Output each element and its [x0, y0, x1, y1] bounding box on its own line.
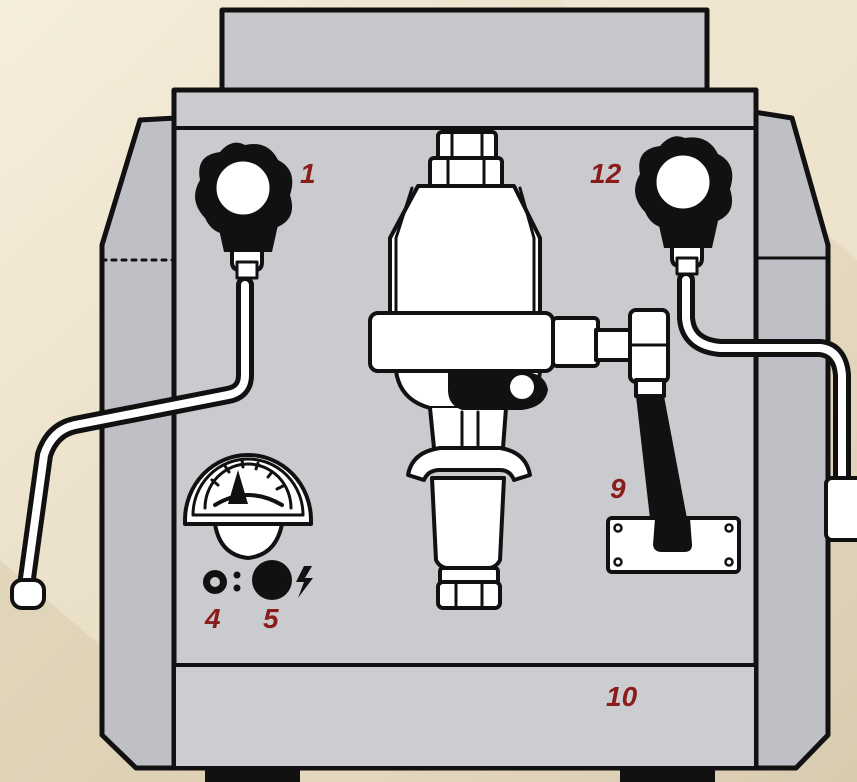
- left-body-panel: [102, 118, 176, 768]
- callout-12: 12: [590, 160, 621, 188]
- callout-10: 10: [606, 683, 637, 711]
- callout-9: 9: [610, 475, 626, 503]
- callout-4: 4: [205, 605, 221, 633]
- heating-light-icon: [252, 560, 292, 600]
- brew-lever-icon: [448, 372, 548, 410]
- lever-mount-plate: [608, 518, 739, 572]
- right-body-panel: [754, 112, 828, 768]
- drip-tray: [176, 667, 754, 766]
- callout-1: 1: [300, 160, 316, 188]
- callout-5: 5: [263, 605, 279, 633]
- cup-tray: [222, 10, 707, 92]
